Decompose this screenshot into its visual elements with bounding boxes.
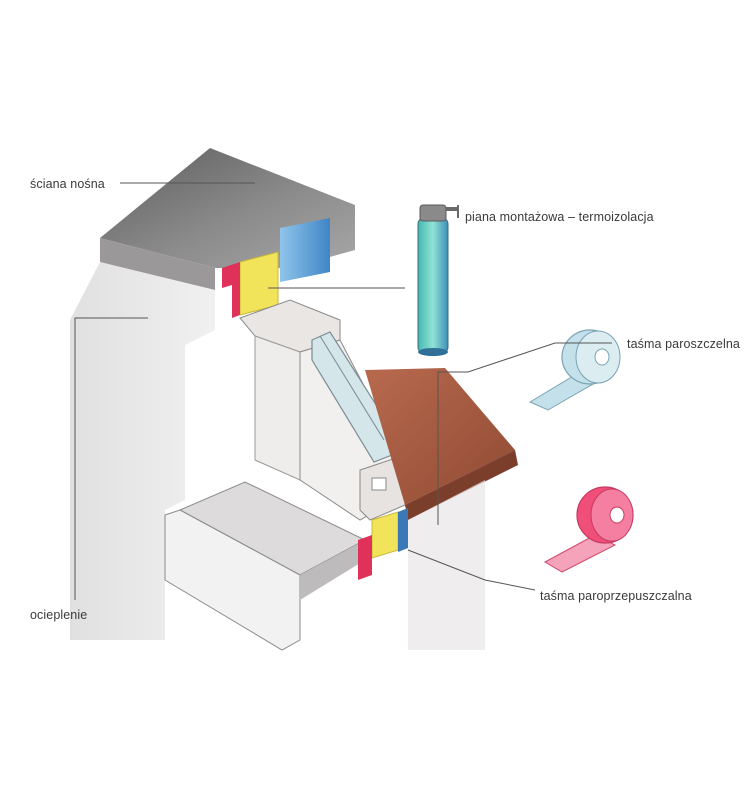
foam-insulation-bottom: [371, 511, 399, 559]
mounting-foam-can-icon: [417, 204, 459, 356]
sill-front-edge: [405, 450, 518, 520]
sill-top: [365, 368, 515, 505]
can-bottom: [418, 348, 448, 356]
label-insulation: ocieplenie: [30, 608, 88, 622]
ext-sill-drip: [300, 540, 365, 600]
exterior-window-sill: [164, 481, 367, 651]
label-vapor-tight-tape: taśma paroszczelna: [627, 337, 740, 351]
pink-roll-core: [609, 506, 625, 524]
leader-insulation: [74, 317, 148, 600]
insulation-block-top: [280, 218, 330, 282]
can-nozzle: [446, 207, 458, 211]
vapor-tape-top: [222, 262, 240, 318]
vapor-tape-bottom: [358, 535, 372, 580]
pink-tape-strip: [543, 534, 617, 573]
wall-outer-face: [70, 262, 215, 640]
can-cap: [419, 204, 447, 222]
label-vapor-permeable-tape: taśma paroprzepuszczalna: [540, 589, 692, 603]
glass-pane-line: [319, 335, 385, 441]
leader-vapor-tight: [437, 342, 612, 525]
label-load-bearing-wall: ściana nośna: [30, 177, 105, 191]
vapor-tape-bottom-inner: [398, 508, 408, 552]
can-body: [417, 217, 449, 354]
ext-sill-front: [164, 509, 301, 651]
label-mounting-foam: piana montażowa – termoizolacja: [465, 210, 654, 224]
foam-insulation-top: [239, 251, 279, 316]
leader-vapor-perm: [407, 549, 536, 591]
leader-lines: [74, 182, 612, 600]
frame-vertical: [254, 335, 301, 481]
vapor-permeable-tape-roll-icon: [543, 486, 634, 573]
vapor-tight-tape-roll-icon: [528, 329, 621, 411]
wall-top-front: [100, 238, 215, 290]
frame-bottom-notch: [371, 477, 387, 491]
blue-roll-core: [594, 348, 610, 366]
